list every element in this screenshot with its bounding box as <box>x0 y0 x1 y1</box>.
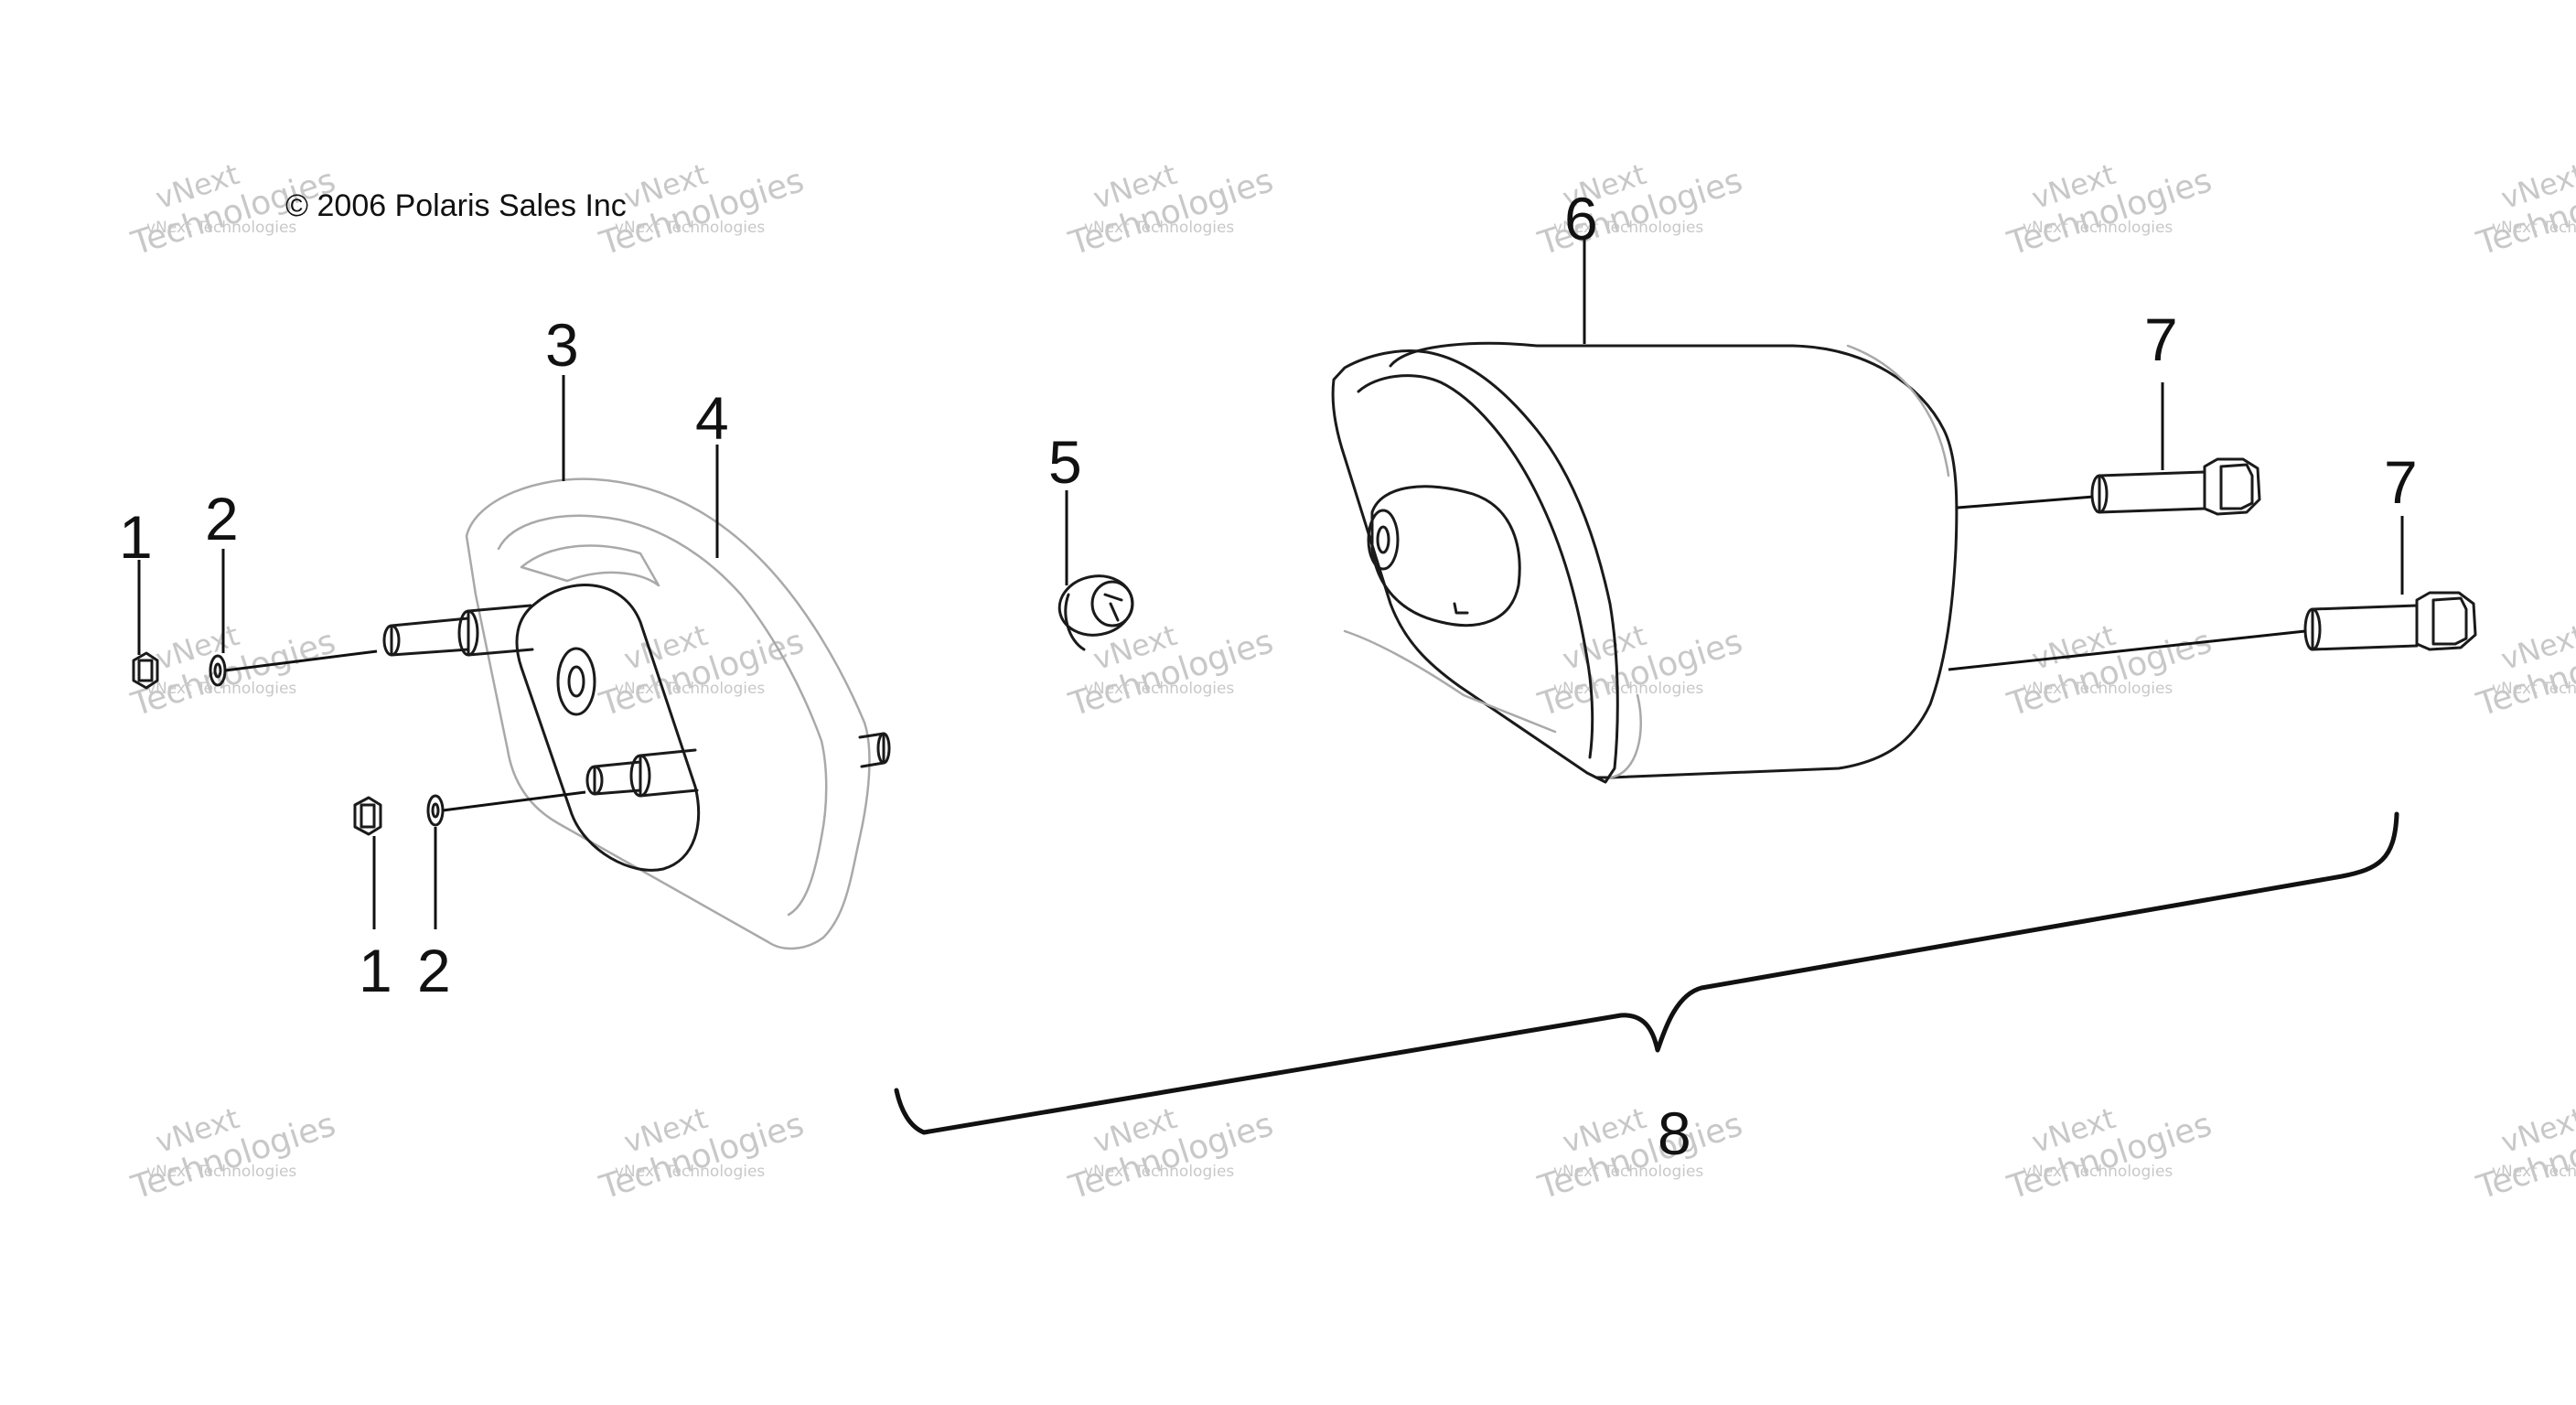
callout-3: 3 <box>545 311 579 379</box>
callout-7-lower: 7 <box>2384 448 2418 516</box>
watermark-small-text: vNext Technologies <box>1553 219 1703 237</box>
callout-1-lower: 1 <box>359 937 392 1004</box>
watermark-small-text: vNext Technologies <box>146 1163 296 1181</box>
callout-7-upper: 7 <box>2144 306 2178 373</box>
watermark-small-text: vNext Technologies <box>1084 680 1234 698</box>
clip-part-5 <box>1057 574 1134 651</box>
watermark-small-text: vNext Technologies <box>2023 680 2173 698</box>
bracket-housing-left <box>382 477 891 950</box>
bolt-lower <box>2303 591 2477 651</box>
copyright-text: © 2006 Polaris Sales Inc <box>285 188 627 223</box>
callout-6: 6 <box>1564 185 1598 252</box>
callout-2-lower: 2 <box>417 937 451 1004</box>
watermark-small-text: vNext Technologies <box>146 219 296 237</box>
axis-line-lower <box>442 790 586 812</box>
bolt-upper <box>2090 457 2261 516</box>
callout-1-upper: 1 <box>119 503 153 571</box>
watermark-small-text: vNext Technologies <box>2023 1163 2173 1181</box>
nut-lower <box>353 796 382 836</box>
callout-2-upper: 2 <box>205 485 239 552</box>
assembly-brace-8 <box>894 811 2399 1135</box>
axis-line-upper <box>224 649 378 672</box>
callout-8: 8 <box>1658 1099 1691 1167</box>
watermark-small-text: vNext Technologies <box>615 219 765 237</box>
watermark-small-text: vNext Technologies <box>1084 1163 1234 1181</box>
watermark-small-text: vNext Technologies <box>1553 680 1703 698</box>
watermark-small-text: vNext Technologies <box>615 1163 765 1181</box>
watermark-small-text: vNext Technologies <box>2492 1163 2576 1181</box>
callout-5: 5 <box>1048 428 1082 496</box>
leader-lines <box>137 238 2404 929</box>
watermark-small-text: vNext Technologies <box>615 680 765 698</box>
watermark-small-text: vNext Technologies <box>2023 219 2173 237</box>
watermark-small-text: vNext Technologies <box>146 680 296 698</box>
watermark-small-text: vNext Technologies <box>1084 219 1234 237</box>
watermark-small-text: vNext Technologies <box>2492 680 2576 698</box>
watermark-small-text: vNext Technologies <box>1553 1163 1703 1181</box>
washer-lower <box>426 794 445 827</box>
watermark-small-text: vNext Technologies <box>2492 219 2576 237</box>
axis-line-bolt-lower <box>1948 629 2306 671</box>
callout-4: 4 <box>695 384 729 452</box>
nut-upper <box>132 651 159 690</box>
lamp-housing-right <box>1331 341 1959 784</box>
axis-line-bolt-upper <box>1957 495 2094 509</box>
